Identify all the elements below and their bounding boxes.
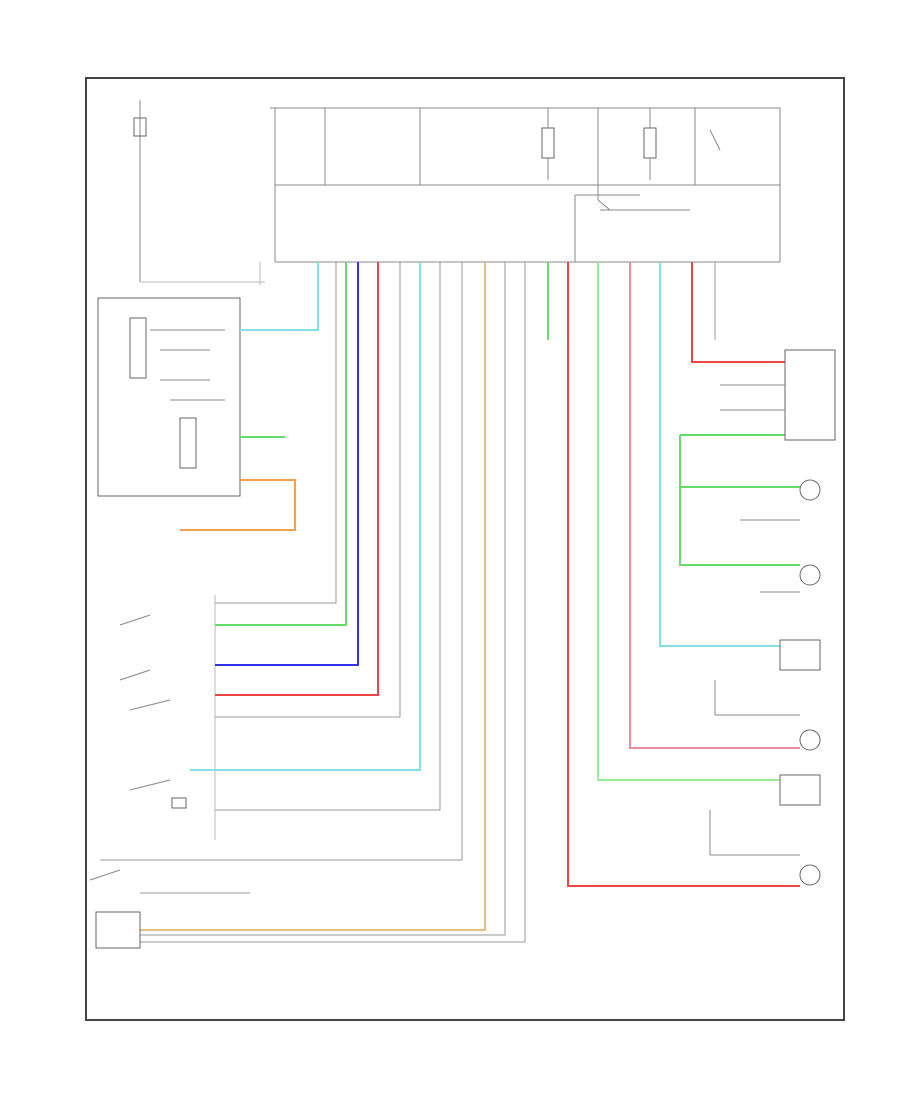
wire-gray-switch-2: [215, 262, 401, 718]
wire-cyan-module: [240, 262, 319, 331]
wire-gray-sensor-3: [140, 262, 526, 943]
wire-lightgreen-right-high: [597, 262, 780, 781]
headlight-relay: [784, 349, 836, 441]
multiplex-module-internals: [129, 317, 225, 469]
wire-red-right-headlight: [567, 262, 800, 887]
left-headlight: [799, 729, 821, 751]
wire-green-switch: [215, 262, 347, 626]
colored-wires: [100, 262, 800, 943]
multiplex-module: [97, 297, 241, 497]
right-high-beam: [779, 774, 821, 806]
wire-gray-switch-3: [215, 262, 441, 811]
front-fog-light: [799, 479, 821, 501]
light-sensor: [89, 869, 141, 949]
wire-orange-module: [180, 479, 296, 531]
wire-green-fog: [679, 435, 800, 566]
front-side-light: [799, 564, 821, 586]
wire-pink-left-headlight: [629, 262, 800, 749]
wire-cyan-switch: [190, 262, 421, 771]
wire-red-relay: [691, 262, 785, 363]
wire-cyan-left-high: [659, 262, 780, 647]
control-unit-connector: [259, 262, 319, 285]
right-headlight: [799, 864, 821, 886]
wire-gray-switch: [215, 262, 337, 604]
relay-group: [541, 108, 721, 262]
diagram-frame: [85, 77, 845, 1021]
battery-fuse-feed: [133, 100, 265, 283]
right-components: [709, 349, 836, 886]
control-unit-block: [270, 107, 781, 263]
headlight-switch-assembly: [119, 595, 216, 840]
wire-blue-switch: [215, 262, 359, 666]
wire-tan-sensor: [140, 262, 486, 931]
wire-gray-sensor-2: [140, 262, 506, 936]
wire-red-switch: [215, 262, 379, 696]
left-high-beam: [779, 639, 821, 671]
wire-gray-sensor: [100, 262, 463, 861]
